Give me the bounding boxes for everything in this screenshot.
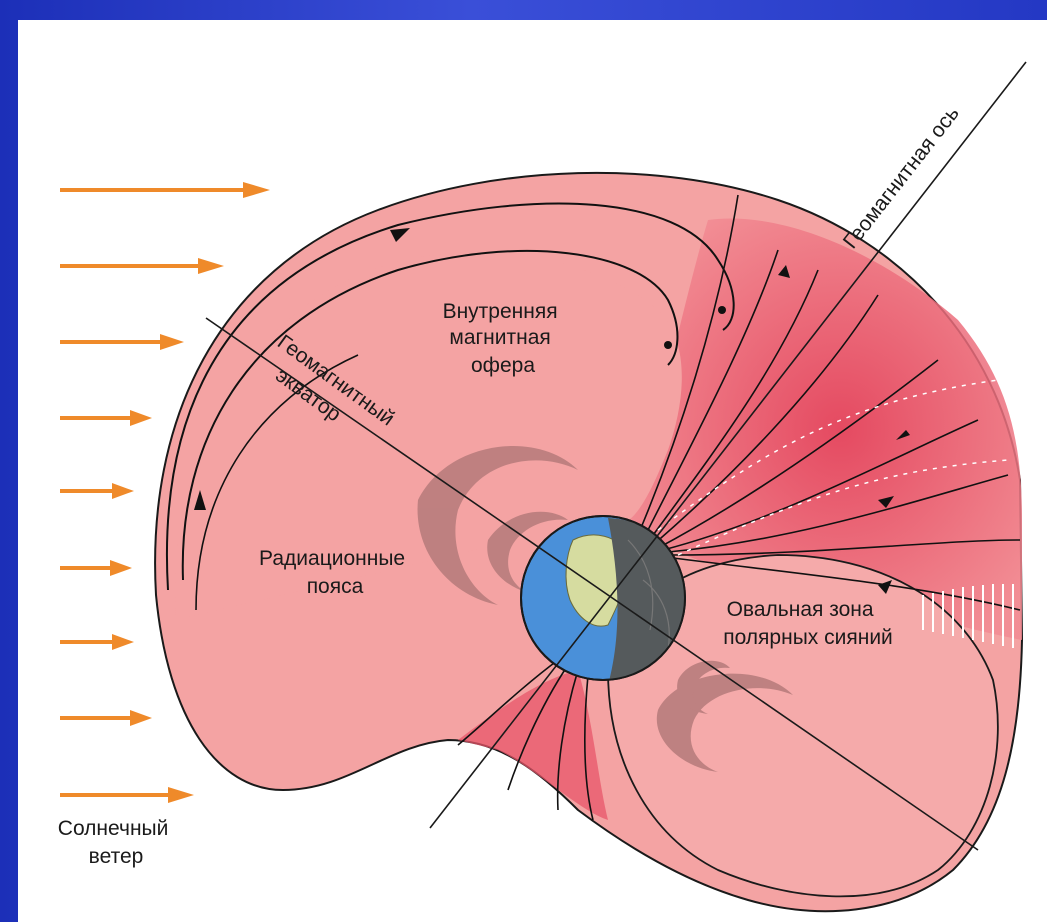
solar-wind-arrow: [60, 483, 134, 499]
field-arrow: [718, 306, 726, 314]
magnetosphere-diagram: Внутренняя магнитная офера Радиационные …: [18, 20, 1047, 922]
solar-wind-arrow: [60, 710, 152, 726]
slide: Внутренняя магнитная офера Радиационные …: [18, 20, 1047, 922]
solar-wind-arrow: [60, 787, 194, 803]
solar-wind-arrow: [60, 560, 132, 576]
solar-wind-arrow: [60, 182, 270, 198]
label-solar-wind: Солнечный ветер: [58, 817, 174, 868]
solar-wind-arrow: [60, 410, 152, 426]
solar-wind-arrow: [60, 258, 224, 274]
solar-wind-arrow: [60, 334, 184, 350]
label-geomagnetic-axis: Геомагнитная ось: [839, 102, 964, 253]
solar-wind-arrow: [60, 634, 134, 650]
field-arrow: [664, 341, 672, 349]
